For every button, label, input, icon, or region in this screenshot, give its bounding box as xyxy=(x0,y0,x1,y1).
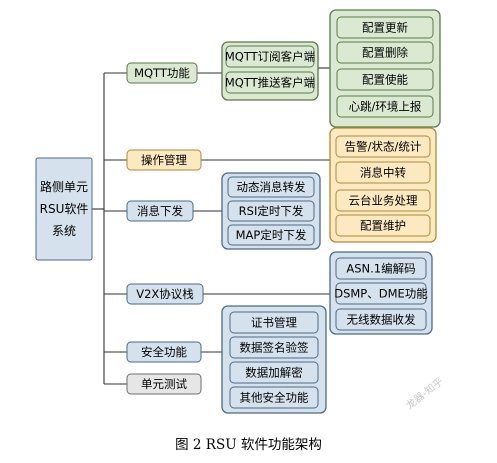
alarm-status-stats-label: 告警/状态/统计 xyxy=(345,140,422,154)
config-maintenance xyxy=(335,214,431,237)
other-security-label: 其他安全功能 xyxy=(240,391,309,405)
mqtt-publish-client-label: MQTT推送客户端 xyxy=(225,76,315,90)
map-timed-dispatch-label: MAP定时下发 xyxy=(236,228,307,242)
dynamic-message-forward xyxy=(227,176,315,198)
node-mqtt xyxy=(126,62,198,84)
dsmp-dme xyxy=(335,282,427,305)
dsmp-dme-label: DSMP、DME功能 xyxy=(334,287,428,301)
connectors xyxy=(92,67,330,385)
heartbeat-report-label: 心跳/环境上报 xyxy=(349,100,422,114)
ptz-service xyxy=(335,189,431,212)
node-message xyxy=(126,200,194,222)
heartbeat-report xyxy=(336,95,434,118)
asn1-codec-label: ASN.1编解码 xyxy=(346,262,415,276)
message-relay xyxy=(335,161,431,184)
node-unit-test-label: 单元测试 xyxy=(141,377,187,391)
map-timed-dispatch xyxy=(227,224,315,246)
node-mqtt-label: MQTT功能 xyxy=(134,66,190,80)
config-update-label: 配置更新 xyxy=(362,21,408,35)
mqtt-subscribe-client-label: MQTT订阅客户端 xyxy=(225,50,315,64)
dynamic-message-forward-label: 动态消息转发 xyxy=(237,180,306,194)
node-unit-test xyxy=(126,373,202,395)
config-update xyxy=(336,16,434,39)
mqtt-subscribe-client xyxy=(225,45,315,68)
ptz-service-label: 云台业务处理 xyxy=(349,194,418,208)
wireless-data-io-label: 无线数据收发 xyxy=(347,313,416,327)
config-enable-label: 配置使能 xyxy=(362,73,408,87)
data-signing xyxy=(229,336,319,359)
data-encryption xyxy=(229,361,319,384)
node-security xyxy=(126,341,202,363)
node-message-label: 消息下发 xyxy=(137,204,183,218)
node-v2x-label: V2X协议栈 xyxy=(136,287,194,301)
certificate-management xyxy=(229,311,319,334)
root-node xyxy=(35,157,93,261)
node-operation xyxy=(126,149,202,171)
certificate-management-label: 证书管理 xyxy=(251,316,297,330)
data-encryption-label: 数据加解密 xyxy=(245,366,303,380)
node-v2x xyxy=(126,283,204,305)
node-operation-label: 操作管理 xyxy=(141,153,187,167)
node-security-label: 安全功能 xyxy=(141,345,187,359)
message-relay-label: 消息中转 xyxy=(360,166,406,180)
mqtt-publish-client xyxy=(225,71,315,94)
config-maintenance-label: 配置维护 xyxy=(360,219,406,233)
config-delete xyxy=(336,41,434,64)
wireless-data-io xyxy=(335,308,427,331)
asn1-codec xyxy=(335,257,427,280)
other-security xyxy=(229,386,319,409)
figure-caption: 图 2 RSU 软件功能架构 xyxy=(175,437,322,453)
config-enable xyxy=(336,68,434,91)
rsi-timed-dispatch-label: RSI定时下发 xyxy=(239,204,304,218)
data-signing-label: 数据签名验签 xyxy=(240,341,309,355)
rsi-timed-dispatch xyxy=(227,200,315,222)
config-delete-label: 配置删除 xyxy=(362,46,408,60)
alarm-status-stats xyxy=(335,135,431,158)
